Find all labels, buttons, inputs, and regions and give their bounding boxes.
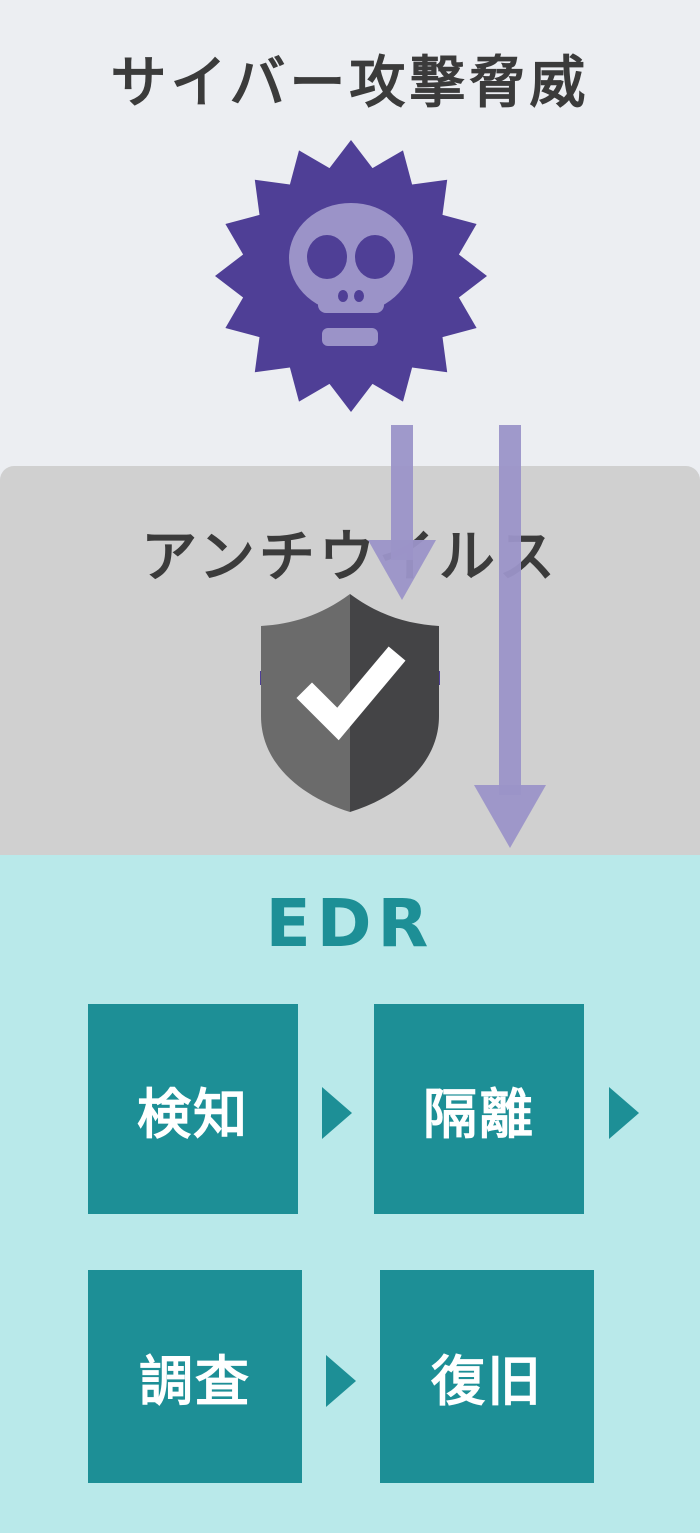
step-isolate-box: 隔離 [374, 1004, 584, 1214]
step-arrow-right-icon [326, 1355, 356, 1407]
step-investigate-label: 調査 [139, 1350, 251, 1413]
step-arrow-right-icon [322, 1087, 352, 1139]
step-recover-label: 復旧 [431, 1350, 543, 1413]
antivirus-graphic [260, 594, 440, 812]
checkmark-icon [296, 646, 406, 741]
antivirus-title: アンチウイルス [141, 525, 559, 590]
step-detect-label: 検知 [137, 1082, 249, 1146]
step-isolate-label: 隔離 [423, 1082, 535, 1146]
antivirus-section: アンチウイルス [0, 466, 700, 858]
threat-graphic [215, 140, 487, 412]
step-investigate-box: 調査 [88, 1270, 302, 1483]
shield-check-icon [260, 594, 440, 812]
skull-virus-icon [215, 140, 487, 412]
edr-title: EDR [265, 885, 435, 962]
edr-section: EDR 検知 隔離 調査 復旧 [0, 855, 700, 1533]
step-arrow-right-icon [609, 1087, 639, 1139]
threat-title: サイバー攻撃脅威 [110, 51, 590, 116]
skull-icon [289, 203, 413, 346]
threat-section: サイバー攻撃脅威 [0, 0, 700, 470]
step-recover-box: 復旧 [380, 1270, 594, 1483]
step-detect-box: 検知 [88, 1004, 298, 1214]
